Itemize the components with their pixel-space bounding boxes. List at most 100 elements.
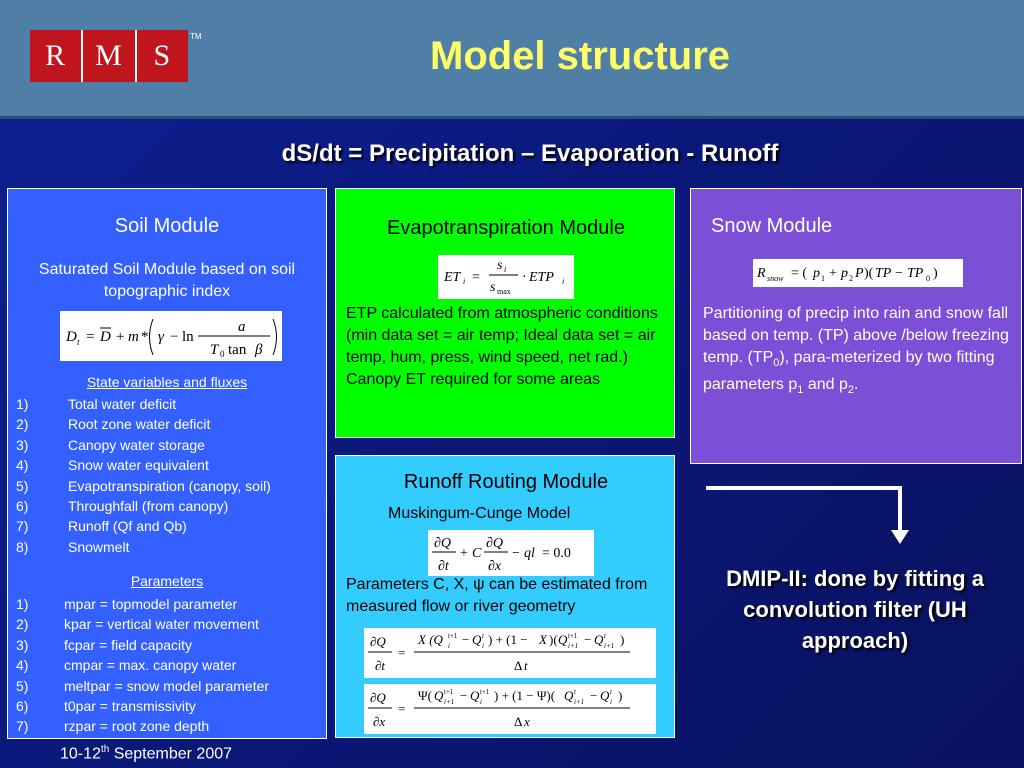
footer-date: 10-12th September 2007 — [60, 744, 232, 763]
svg-text:Q: Q — [472, 632, 482, 647]
svg-text:)(: )( — [549, 632, 558, 647]
svg-text:∂t: ∂t — [375, 658, 385, 673]
logo-separator — [134, 30, 137, 82]
item-text: Throughfall (from canopy) — [68, 498, 229, 515]
snow-text-part: . — [854, 376, 859, 394]
list-item: 5)Evapotranspiration (canopy, soil) — [16, 476, 271, 496]
svg-text:*: * — [141, 329, 149, 345]
evap-description: ETP calculated from atmospheric conditio… — [346, 305, 658, 388]
svg-text:i+1: i+1 — [444, 698, 454, 706]
list-item: 2)Root zone water deficit — [16, 414, 271, 434]
svg-text:s: s — [490, 280, 496, 295]
svg-text:p: p — [840, 266, 848, 281]
item-text: Total water deficit — [68, 396, 177, 412]
list-item: 3) fcpar = field capacity — [16, 635, 269, 655]
svg-text:t: t — [574, 688, 577, 696]
svg-text:i: i — [480, 698, 482, 706]
list-item: 1) Total water deficit — [16, 394, 271, 414]
svg-text:i+1: i+1 — [568, 642, 578, 650]
svg-text:−: − — [584, 632, 591, 647]
svg-text:−: − — [512, 546, 520, 561]
svg-text:Δ: Δ — [514, 714, 522, 729]
footer-superscript: th — [100, 744, 110, 755]
snow-text-part: Partitioning of precip into rain and sno… — [703, 305, 1009, 366]
list-item: 7)rzpar = root zone depth — [16, 716, 269, 736]
dmip-note: DMIP-II: done by fitting a convolution f… — [726, 566, 984, 653]
item-text: rzpar = root zone depth — [64, 718, 210, 735]
svg-text:+: + — [829, 266, 837, 281]
svg-text:p: p — [812, 266, 820, 281]
svg-text:t+1: t+1 — [480, 688, 490, 696]
svg-text:i: i — [482, 642, 484, 650]
svg-text:∂t: ∂t — [438, 559, 450, 574]
svg-text:i: i — [504, 265, 506, 274]
svg-text:D: D — [65, 329, 77, 345]
parameters-list: 1)mpar = topmodel parameter 2)kpar = ver… — [16, 594, 269, 737]
item-number: 1) — [16, 396, 29, 412]
svg-text:Ψ(: Ψ( — [418, 688, 432, 703]
svg-text:t+1: t+1 — [568, 632, 578, 640]
runoff-module-subtitle: Muskingum-Cunge Model — [388, 505, 571, 522]
svg-text:X (Q: X (Q — [417, 632, 444, 647]
svg-text:+: + — [460, 546, 468, 561]
runoff-routing-module-box: Runoff Routing Module Muskingum-Cunge Mo… — [335, 455, 675, 738]
slide-title: Model structure — [430, 34, 731, 78]
item-text: Snow water equivalent — [68, 457, 209, 474]
svg-text:): ) — [933, 266, 938, 281]
svg-text:max: max — [497, 287, 511, 296]
item-number: 8) — [16, 538, 29, 555]
svg-text:TP: TP — [875, 266, 892, 281]
list-item: 5)meltpar = snow model parameter — [16, 676, 269, 696]
logo-letter: S — [153, 39, 172, 72]
runoff-description: Parameters C, X, ψ can be estimated from… — [346, 576, 648, 615]
snow-subscript: 0 — [773, 357, 780, 370]
svg-text:∂Q: ∂Q — [434, 536, 451, 551]
svg-text:T: T — [210, 342, 220, 358]
svg-text:−: − — [895, 266, 903, 281]
svg-text:β: β — [254, 342, 263, 358]
svg-text:Q: Q — [600, 688, 610, 703]
svg-text:=: = — [398, 701, 405, 716]
svg-text:2: 2 — [849, 274, 853, 283]
item-text: kpar = vertical water movement — [64, 616, 259, 633]
svg-text:ETP: ETP — [528, 270, 554, 285]
item-number: 3) — [16, 636, 29, 653]
svg-text:Q: Q — [594, 632, 604, 647]
svg-text:t: t — [482, 632, 485, 640]
svg-text:x: x — [523, 714, 530, 729]
svg-text:i+1: i+1 — [574, 698, 584, 706]
item-text: meltpar = snow model parameter — [64, 677, 270, 694]
item-number: 6) — [16, 698, 29, 715]
svg-text:t: t — [610, 688, 613, 696]
evap-module-title: Evapotranspiration Module — [387, 217, 625, 239]
svg-text:t: t — [524, 658, 528, 673]
item-text: fcpar = field capacity — [64, 636, 193, 653]
svg-text:a: a — [238, 319, 246, 335]
svg-text:)(: )( — [864, 266, 874, 281]
item-number: 1) — [16, 596, 29, 612]
item-number: 4) — [16, 457, 29, 474]
svg-text:= (: = ( — [791, 266, 807, 281]
item-number: 4) — [16, 657, 29, 674]
svg-text:i: i — [463, 277, 465, 286]
logo-letter: M — [95, 39, 123, 72]
svg-text:0: 0 — [926, 274, 930, 283]
svg-text:D: D — [99, 329, 111, 345]
soil-module-box: Soil Module Saturated Soil Module based … — [7, 188, 327, 739]
footer-date-part: September 2007 — [109, 745, 233, 763]
svg-text:t: t — [604, 632, 607, 640]
svg-text:−: − — [590, 688, 597, 703]
muskingum-equation: ∂Q∂t +C ∂Q∂x −ql = 0.0 — [428, 530, 594, 576]
state-variables-list: 1) Total water deficit 2)Root zone water … — [16, 394, 271, 557]
item-number: 2) — [16, 416, 29, 433]
item-number: 7) — [16, 518, 29, 535]
svg-text:i: i — [448, 642, 450, 650]
svg-text:i: i — [562, 277, 564, 286]
item-text: Canopy water storage — [68, 436, 205, 453]
